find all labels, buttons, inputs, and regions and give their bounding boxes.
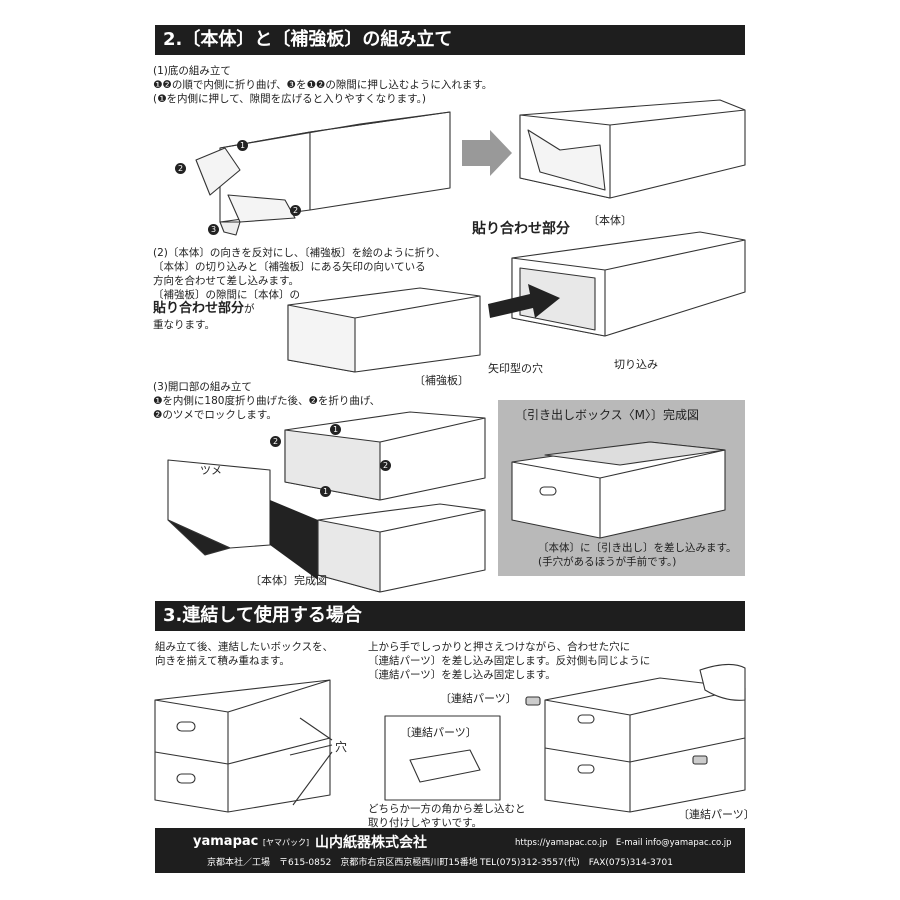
label-part-3: 〔連結パーツ〕 [678, 808, 755, 821]
step1-closed-box [519, 99, 746, 199]
label-part-2: 〔連結パーツ〕 [400, 726, 477, 739]
step1-open-box [195, 111, 451, 236]
section3-title: 3.連結して使用する場合 [163, 605, 362, 626]
section2-header: 2.〔本体〕と〔補強板〕の組み立て [155, 25, 745, 55]
panel-line2: (手穴があるほうが手前です。) [538, 556, 677, 568]
badge-s3-1b: 1 [320, 486, 331, 497]
label-cut: 切り込み [614, 358, 658, 371]
label-part-1: 〔連結パーツ〕 [440, 692, 517, 705]
stacked-boxes-right [525, 663, 746, 813]
step2-line4: 〔補強板〕の隙間に〔本体〕の [153, 289, 300, 301]
section2-title: 2.〔本体〕と〔補強板〕の組み立て [163, 29, 453, 50]
step3-line1: (3)開口部の組み立て [153, 381, 252, 393]
badge-2b: 2 [290, 205, 301, 216]
footer-web[interactable]: https://yamapac.co.jp E-mail info@yamapa… [515, 838, 732, 848]
step2-line3: 方向を合わせて差し込みます。 [153, 275, 299, 287]
brand-kana: [ヤマパック] [262, 838, 310, 847]
s3-left-line1: 組み立て後、連結したいボックスを、 [155, 641, 334, 653]
section3-header: 3.連結して使用する場合 [155, 601, 745, 631]
step2-board [287, 287, 481, 373]
badge-1: 1 [237, 140, 248, 151]
step1-line2: (❶を内側に押して、隙間を広げると入りやすくなります。) [153, 93, 426, 105]
step2-line1: (2)〔本体〕の向きを反対にし、〔補強板〕を絵のように折り、 [153, 247, 446, 259]
step3-open-box [284, 411, 486, 501]
step1-line1: ❶❷の順で内側に折り曲げ、❸を❶❷の隙間に押し込むように入れます。 [153, 79, 493, 91]
panel-line1: 〔本体〕に〔引き出し〕を差し込みます。 [538, 542, 737, 554]
footer-company: 山内紙器株式会社 [315, 835, 427, 851]
step3-line2: ❶を内側に180度折り曲げた後、❷を折り曲げ、 [153, 395, 381, 407]
footer: yamapac [ヤマパック] 山内紙器株式会社 https://yamapac… [155, 828, 745, 873]
step2-line5: 重なります。 [153, 319, 215, 331]
label-bonded-part: 貼り合わせ部分 [472, 221, 570, 237]
step3-line3: ❷のツメでロックします。 [153, 409, 277, 421]
step3-done-box [317, 503, 486, 593]
step3-detail [167, 459, 318, 580]
step2-bold-text: 貼り合わせ部分 [153, 301, 245, 316]
s3-left-line2: 向きを揃えて積み重ねます。 [155, 655, 290, 667]
step2-bold-line: 貼り合わせ部分が [153, 302, 255, 316]
badge-s3-2b: 2 [380, 460, 391, 471]
badge-3: 3 [208, 224, 219, 235]
brand-name: yamapac [193, 834, 259, 849]
label-done: 〔本体〕完成図 [250, 574, 327, 587]
label-board: 〔補強板〕 [414, 374, 469, 387]
s3-note-line1: どちらか一方の角から差し込むと [368, 803, 526, 815]
step2-suffix: が [244, 303, 255, 315]
s3-note-line2: 取り付けしやすいです。 [368, 817, 483, 829]
step2-line2: 〔本体〕の切り込みと〔補強板〕にある矢印の向いている [153, 261, 426, 273]
part-box-middle [384, 715, 501, 801]
label-arrow-hole: 矢印型の穴 [488, 362, 543, 375]
gray-arrow [462, 130, 512, 176]
panel-box [511, 441, 726, 539]
label-body: 〔本体〕 [588, 214, 632, 227]
s3-right-line1: 上から手でしっかりと押さえつけながら、合わせた穴に [368, 641, 631, 653]
footer-brand: yamapac [ヤマパック] [193, 834, 309, 849]
panel-title: 〔引き出しボックス〈M〉〕完成図 [515, 408, 699, 422]
label-tab: ツメ [200, 464, 222, 477]
black-arrow [488, 284, 560, 318]
step2-body-box [511, 231, 746, 337]
stacked-boxes-left [154, 679, 331, 813]
label-hole: 穴 [335, 740, 348, 754]
badge-s3-2: 2 [270, 436, 281, 447]
s3-right-line3: 〔連結パーツ〕を差し込み固定します。 [368, 669, 556, 681]
badge-s3-1: 1 [330, 424, 341, 435]
badge-2: 2 [175, 163, 186, 174]
step1-heading: (1)底の組み立て [153, 65, 231, 77]
footer-tel: TEL(075)312-3557(代) FAX(075)314-3701 [480, 858, 673, 868]
footer-address: 京都本社／工場 〒615-0852 京都市右京区西京極西川町15番地 [207, 858, 478, 868]
s3-right-line2: 〔連結パーツ〕を差し込み固定します。反対側も同じように [368, 655, 651, 667]
